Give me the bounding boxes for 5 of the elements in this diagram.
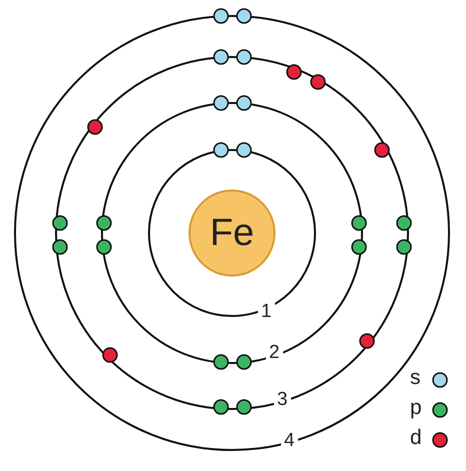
legend-label: s — [410, 367, 420, 389]
legend-label: d — [410, 427, 422, 449]
element-symbol: Fe — [208, 210, 256, 256]
legend-label: p — [410, 397, 422, 419]
nucleus-circle — [188, 189, 276, 277]
